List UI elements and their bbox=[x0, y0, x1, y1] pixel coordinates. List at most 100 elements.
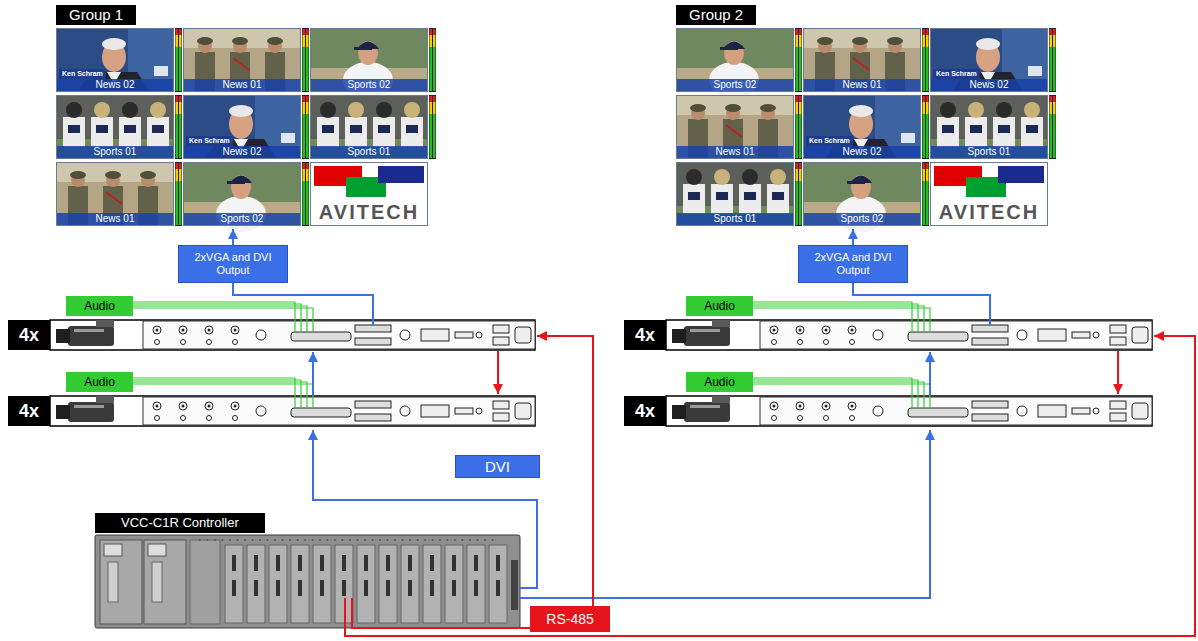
slot-port bbox=[342, 555, 346, 571]
meter-red bbox=[179, 96, 182, 102]
rs485-cable bbox=[497, 351, 499, 394]
signal-label: 2xVGA and DVI Output bbox=[799, 251, 907, 276]
video-tile: News 01 bbox=[676, 95, 794, 159]
card-slot bbox=[357, 545, 375, 623]
vent-hole bbox=[357, 539, 359, 541]
controller-heading: VCC-C1R Controller bbox=[95, 513, 265, 533]
meter-red bbox=[303, 29, 306, 35]
signal-label: DVI bbox=[482, 458, 513, 475]
meter-yellow bbox=[179, 169, 182, 181]
bnc-connector bbox=[207, 416, 212, 421]
meter-green bbox=[923, 114, 926, 158]
bnc-connector bbox=[848, 402, 856, 410]
meter-red bbox=[923, 96, 926, 102]
vent-hole bbox=[252, 539, 254, 541]
vent-hole bbox=[244, 539, 246, 541]
vent-hole bbox=[484, 539, 486, 541]
player-helmet bbox=[940, 102, 956, 118]
meter-red bbox=[306, 29, 309, 35]
audio-wire bbox=[753, 384, 930, 408]
bnc-connector bbox=[798, 340, 803, 345]
meter-green bbox=[176, 181, 179, 225]
meter-green bbox=[303, 47, 306, 91]
bnc-connector bbox=[848, 326, 856, 334]
jersey-mark bbox=[716, 192, 728, 200]
signal-arrow bbox=[852, 229, 854, 245]
camera-lens bbox=[672, 405, 686, 419]
strap-shape bbox=[233, 58, 249, 70]
audio-meter bbox=[429, 95, 436, 159]
player-jersey bbox=[739, 184, 761, 214]
meter-red bbox=[430, 29, 433, 35]
video-wall: Group 2Sports 02News 01News 02News 01New… bbox=[676, 5, 1056, 229]
caption-strip: Ken Schram bbox=[806, 136, 853, 146]
helmet-shape bbox=[690, 104, 706, 112]
video-frame bbox=[50, 396, 535, 426]
bnc-pin bbox=[234, 405, 237, 408]
jersey-mark bbox=[688, 192, 700, 200]
video-tile: Sports 01 bbox=[676, 162, 794, 226]
video-frame bbox=[666, 320, 1152, 350]
jersey-mark bbox=[744, 192, 756, 200]
port-block bbox=[421, 329, 449, 341]
station-bug bbox=[1028, 66, 1042, 76]
vent-hole bbox=[267, 539, 269, 541]
tile-picture bbox=[930, 162, 1048, 226]
bnc-pin bbox=[773, 405, 776, 408]
camera-lens bbox=[672, 329, 686, 343]
source-label: Sports 01 bbox=[931, 146, 1047, 158]
player-helmet bbox=[320, 102, 336, 118]
audio-wire bbox=[753, 382, 924, 408]
source-label: News 01 bbox=[57, 213, 173, 225]
meter-yellow bbox=[176, 102, 179, 114]
led-dot bbox=[476, 408, 482, 414]
port-block bbox=[1038, 405, 1066, 417]
jersey-mark bbox=[1026, 125, 1038, 133]
tile-picture bbox=[310, 28, 428, 98]
meter-red bbox=[926, 163, 929, 169]
signal-box: DVI bbox=[455, 455, 540, 478]
audio-label: Audio bbox=[704, 375, 735, 389]
vent-hole bbox=[469, 539, 471, 541]
video-tile: News 01 bbox=[56, 162, 174, 226]
video-wall: Group 1News 02News 01Sports 02Sports 01N… bbox=[56, 5, 436, 229]
meter-green bbox=[1053, 114, 1056, 158]
rs485-port bbox=[493, 325, 509, 333]
count-label: 4x bbox=[19, 401, 39, 421]
slot-port bbox=[364, 580, 368, 596]
camera-body bbox=[684, 326, 730, 346]
power-supply bbox=[144, 540, 186, 624]
jack-connector bbox=[1017, 330, 1027, 340]
caption-strip: Ken Schram bbox=[933, 69, 980, 79]
controller-chassis bbox=[95, 535, 520, 628]
audio-wire bbox=[133, 384, 313, 408]
player-jersey bbox=[345, 117, 367, 147]
player-jersey bbox=[91, 117, 113, 147]
meter-red bbox=[1050, 96, 1053, 102]
output-ports bbox=[511, 560, 518, 610]
bnc-connector bbox=[772, 340, 777, 345]
slot-port bbox=[320, 555, 324, 571]
card-slot bbox=[423, 545, 441, 623]
video-tile: Sports 02 bbox=[676, 28, 794, 92]
strap-shape bbox=[726, 125, 742, 137]
audio-meter bbox=[175, 28, 182, 92]
tile-picture bbox=[803, 162, 921, 232]
count-tag: 4x bbox=[624, 396, 666, 426]
camera-body bbox=[68, 402, 114, 422]
player-helmet bbox=[376, 102, 392, 118]
bnc-pin bbox=[799, 329, 802, 332]
meter-yellow bbox=[799, 102, 802, 114]
player-jersey bbox=[993, 117, 1015, 147]
picture-ground bbox=[930, 28, 1048, 92]
vent-hole bbox=[372, 539, 374, 541]
player-jersey bbox=[1021, 117, 1043, 147]
bnc-connector bbox=[231, 402, 239, 410]
camera-highlight bbox=[690, 329, 720, 332]
processor-panel bbox=[760, 321, 1152, 349]
audio-meter bbox=[1049, 95, 1056, 159]
player-helmet bbox=[122, 102, 138, 118]
count-tag: 4x bbox=[8, 320, 50, 350]
source-label: News 02 bbox=[57, 79, 173, 91]
station-bug bbox=[901, 133, 915, 143]
